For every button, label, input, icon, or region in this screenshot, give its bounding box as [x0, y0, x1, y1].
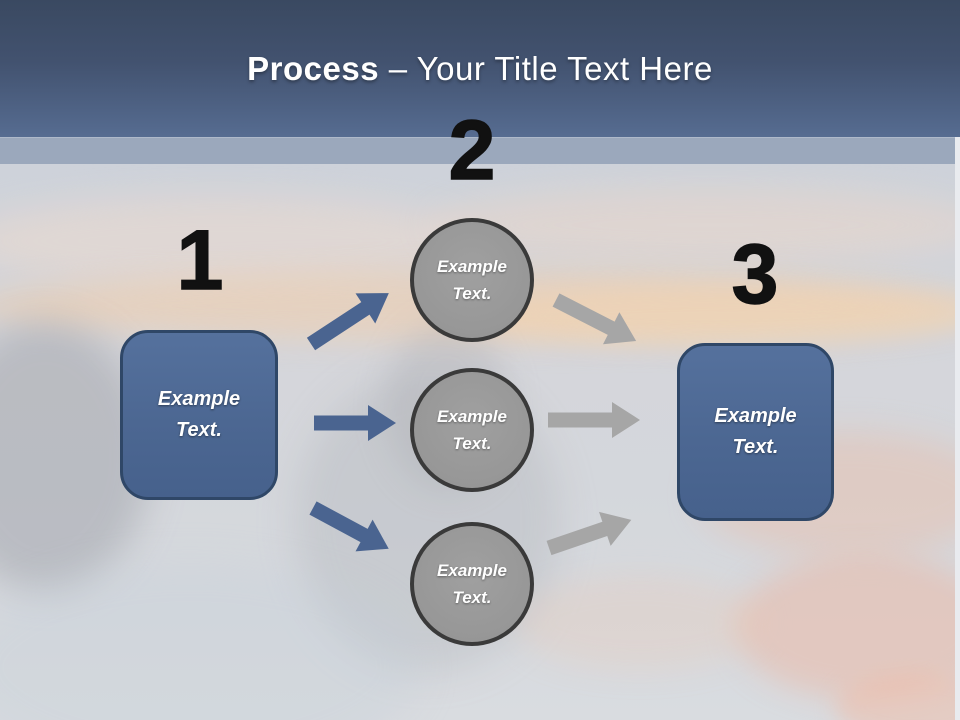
header-accent-band — [0, 137, 955, 164]
step2-circle-top-label: Example Text. — [437, 256, 507, 303]
sunset-glow-right — [470, 285, 955, 347]
step2-circle-bottom-label: Example Text. — [437, 560, 507, 607]
step2-circle-top: Example Text. — [410, 218, 534, 342]
step3-box-label: Example Text. — [714, 405, 797, 458]
step-number-3: 3 — [731, 227, 779, 321]
step1-box-label: Example Text. — [157, 388, 241, 441]
slide-title: Process – Your Title Text Here — [247, 50, 713, 88]
title-bar: Process – Your Title Text Here — [0, 0, 960, 137]
step3-box: Example Text. — [677, 343, 834, 521]
step2-circle-bottom: Example Text. — [410, 522, 534, 646]
slide-right-margin — [955, 137, 960, 720]
step1-box: Example Text. — [120, 330, 278, 500]
water-reflection-4 — [515, 575, 765, 670]
slide-title-rest: – Your Title Text Here — [388, 49, 713, 87]
step-number-2: 2 — [448, 103, 496, 197]
slide-title-emphasis: Process — [247, 49, 380, 87]
step-number-1: 1 — [176, 213, 224, 307]
step2-circle-middle: Example Text. — [410, 368, 534, 492]
step2-circle-middle-label: Example Text. — [437, 406, 507, 453]
